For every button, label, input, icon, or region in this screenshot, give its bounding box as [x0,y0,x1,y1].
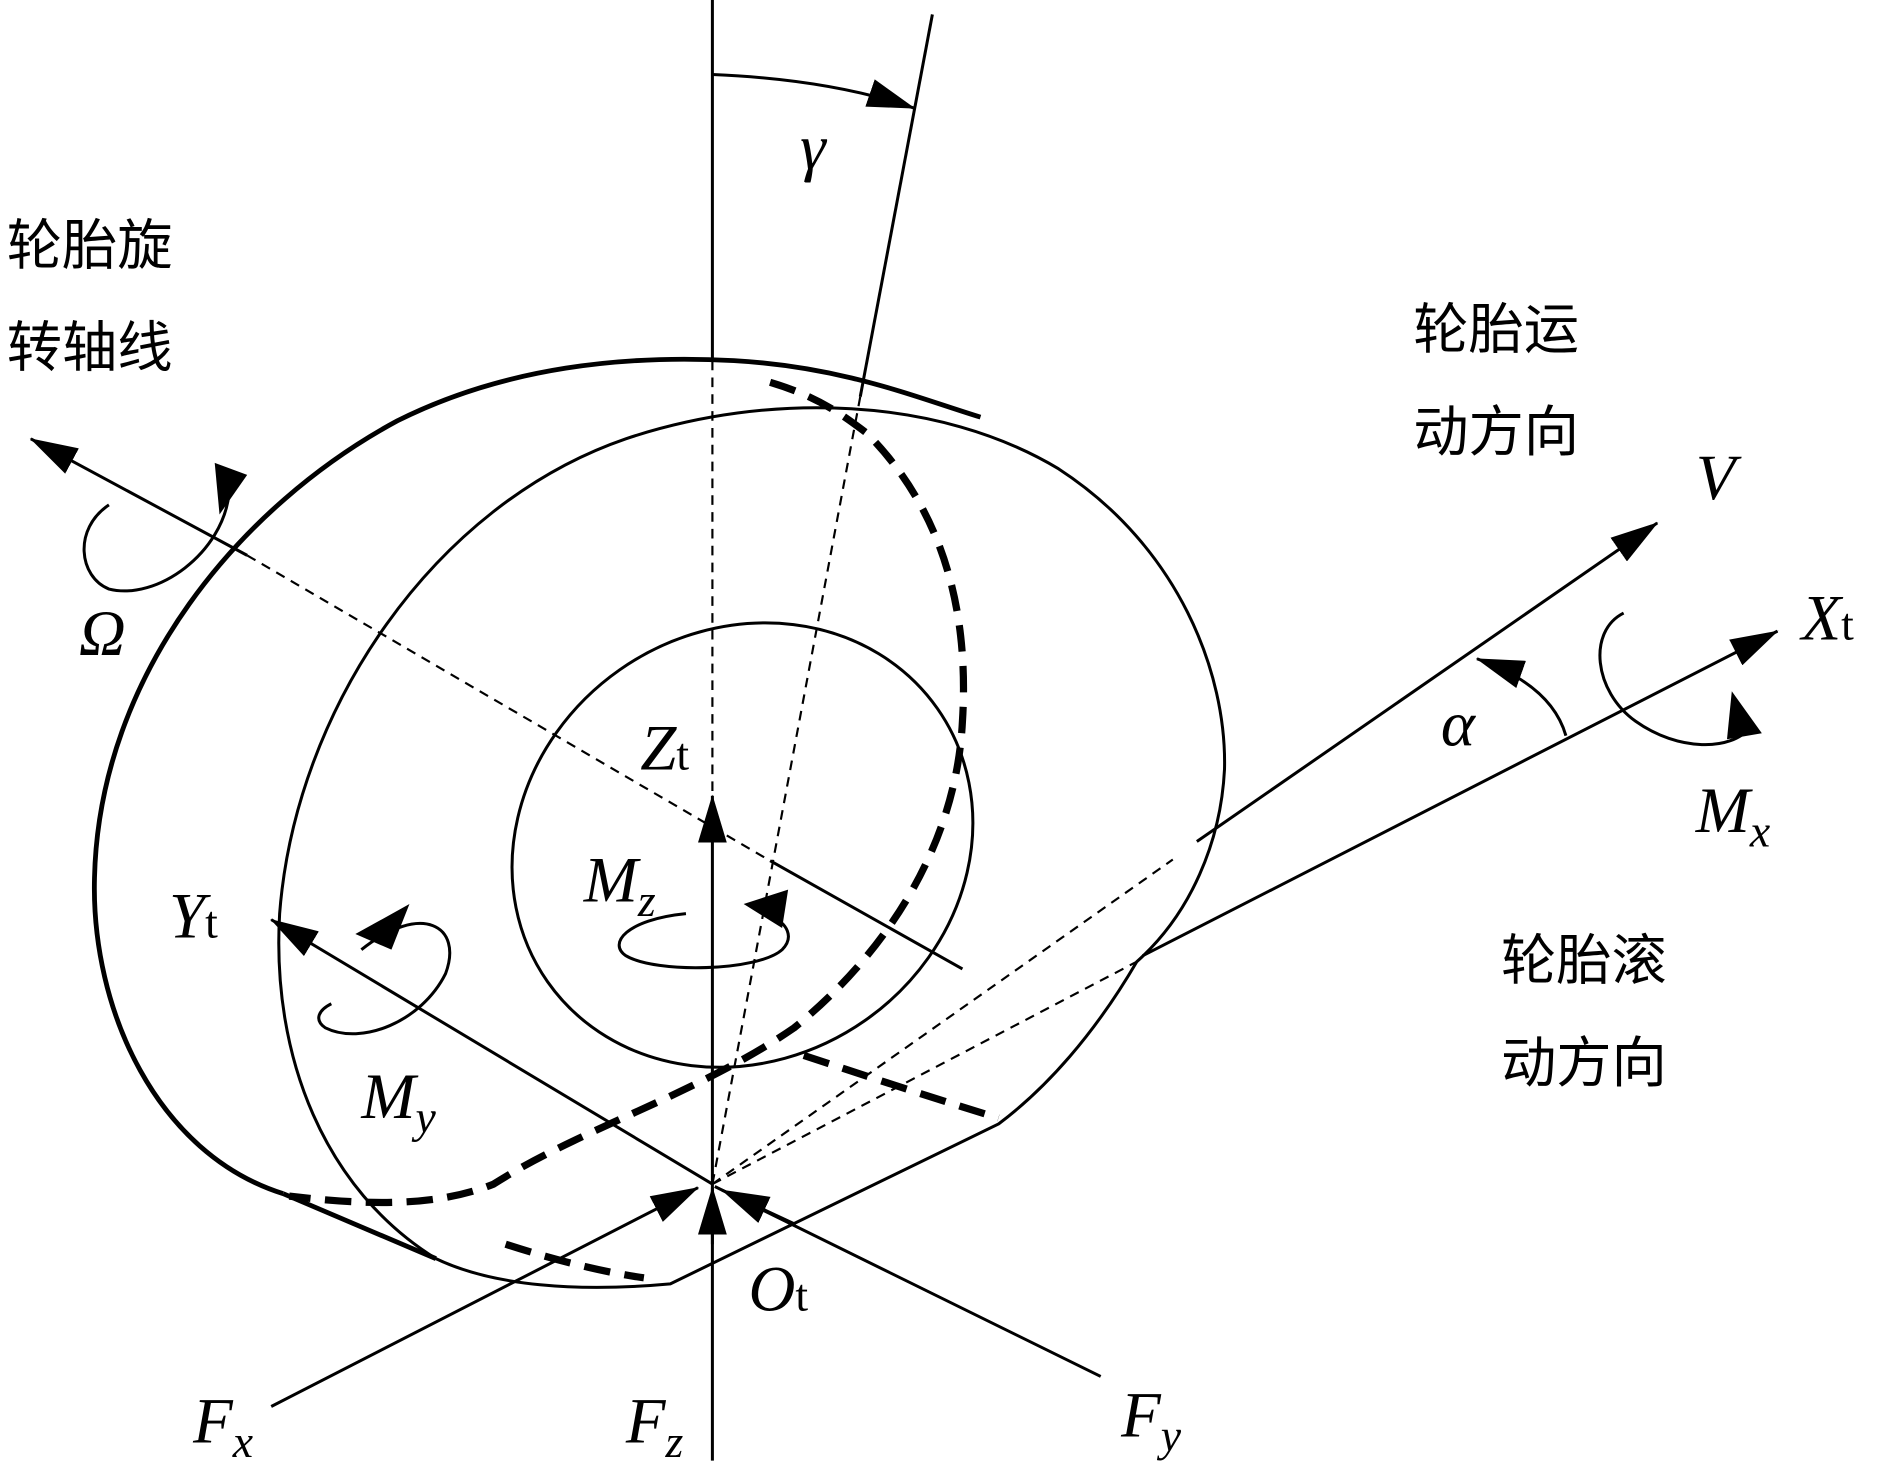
mz-rotation-arc [617,912,790,970]
tire-outer-bottom [282,1191,437,1261]
omega-label: Ω [79,598,126,670]
ot-label: Ot [748,1253,808,1325]
yt-label: Yt [169,881,218,953]
fy-force-arrow [720,1188,795,1226]
fx-label: Fx [192,1386,253,1467]
omega-rotation-arc [82,492,231,593]
v-label: V [1696,442,1742,514]
rolling-direction-label-1: 轮胎滚 [1501,930,1667,994]
rotation-axis-segment [769,859,964,971]
motion-direction-label-2: 动方向 [1413,401,1579,465]
contact-patch-hidden-curve [288,378,968,1207]
xt-label: Xt [1799,583,1855,655]
my-rotation-arc [317,922,452,1036]
slip-angle-arc [1475,657,1568,737]
xt-axis-arrow [1142,629,1779,958]
tire-outer-outline [92,356,982,1197]
rotation-axis-label-2: 转轴线 [7,317,173,381]
my-arrowhead [355,904,410,950]
rotation-axis-label-1: 轮胎旋 [7,214,173,278]
tire-sidewall-outline [277,406,1227,1289]
alpha-label: α [1441,688,1477,760]
fy-label: Fy [1120,1380,1182,1461]
yt-axis-arrow [270,918,714,1186]
gamma-label: γ [800,111,827,183]
mx-label: Mx [1695,775,1770,856]
rim-ellipse [510,621,975,1069]
velocity-arrow [1196,521,1659,843]
rotation-axis-hidden [246,554,771,862]
dashed-to-xt [711,960,1138,1186]
wheel-plane-line [858,14,934,397]
mz-arrowhead [743,889,789,929]
rotation-axis-arrow [29,437,248,557]
camber-angle-arc [712,73,916,110]
contact-dashed-left [504,1240,645,1282]
contact-dashed-right [802,1052,1000,1122]
omega-arrowhead [214,462,248,515]
motion-direction-label-1: 轮胎运 [1413,299,1579,363]
my-label: My [360,1061,436,1142]
mx-rotation-arc [1598,611,1752,747]
mz-label: Mz [583,845,656,926]
mx-arrowhead [1726,691,1762,740]
rolling-direction-label-2: 动方向 [1501,1032,1667,1096]
zt-label: Zt [640,712,689,784]
fz-label: Fz [625,1386,684,1467]
fx-force-arrow [270,1186,700,1408]
